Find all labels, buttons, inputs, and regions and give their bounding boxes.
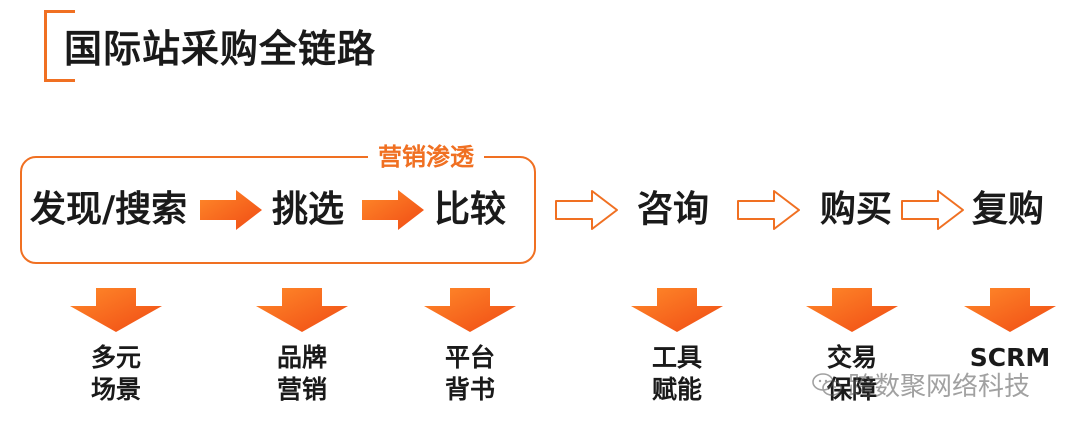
benefit-trade-assurance: 交易 保障	[792, 342, 912, 406]
outline-right-arrow-icon	[737, 190, 800, 230]
solid-right-arrow-icon	[200, 190, 262, 230]
down-arrow-icon	[631, 288, 723, 332]
benefit-line: 交易	[826, 343, 877, 372]
benefit-line: 品牌	[276, 343, 327, 372]
stage-compare: 比较	[434, 189, 507, 230]
benefit-line: 多元	[90, 343, 141, 372]
stage-repurchase: 复购	[972, 189, 1045, 230]
stage-select: 挑选	[272, 189, 345, 230]
outline-right-arrow-icon	[555, 190, 618, 230]
wechat-icon	[812, 372, 842, 396]
stage-discover-search: 发现/搜索	[30, 189, 188, 230]
down-arrow-icon	[806, 288, 898, 332]
down-arrow-icon	[964, 288, 1056, 332]
stage-purchase: 购买	[820, 189, 893, 230]
benefit-multi-scenario: 多元 场景	[56, 342, 176, 406]
down-arrow-icon	[70, 288, 162, 332]
stage-consult: 咨询	[637, 189, 710, 230]
marketing-group-box	[20, 156, 536, 264]
watermark-text: 跨数聚网络科技	[848, 372, 1031, 402]
benefit-line: SCRM	[969, 343, 1051, 372]
benefit-line: 场景	[90, 375, 141, 404]
page-title: 国际站采购全链路	[64, 27, 377, 71]
benefit-scrm: SCRM	[950, 342, 1070, 374]
solid-right-arrow-icon	[362, 190, 424, 230]
benefit-tool-empowerment: 工具 赋能	[617, 342, 737, 406]
title-bracket	[44, 10, 75, 82]
benefit-line: 工具	[651, 343, 702, 372]
benefit-brand-marketing: 品牌 营销	[242, 342, 362, 406]
group-label: 营销渗透	[368, 137, 484, 172]
benefit-line: 赋能	[651, 375, 702, 404]
benefit-line: 平台	[444, 343, 495, 372]
benefit-line: 营销	[276, 375, 327, 404]
down-arrow-icon	[424, 288, 516, 332]
benefit-line: 保障	[826, 375, 877, 404]
down-arrow-icon	[256, 288, 348, 332]
benefit-platform-endorsement: 平台 背书	[410, 342, 530, 406]
outline-right-arrow-icon	[901, 190, 964, 230]
benefit-line: 背书	[444, 375, 495, 404]
watermark: 跨数聚网络科技	[812, 366, 1030, 403]
